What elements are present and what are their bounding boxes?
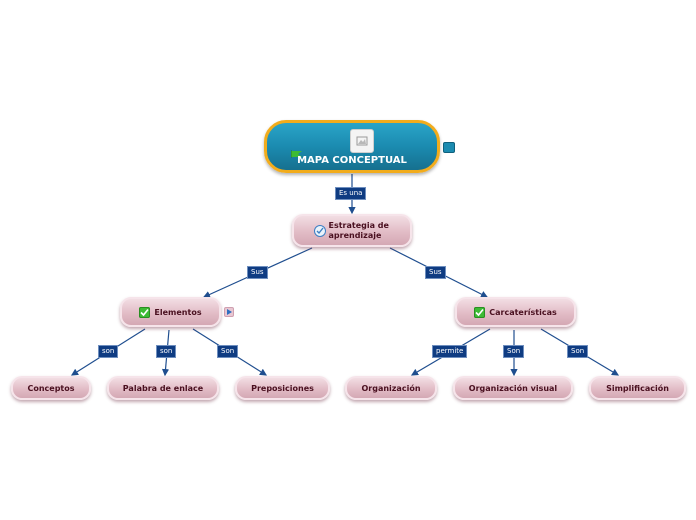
link-label: Son <box>217 345 239 358</box>
topic-label: Elementos <box>154 307 202 317</box>
topic-label: Organización visual <box>468 383 558 393</box>
play-icon[interactable] <box>224 307 234 317</box>
topic-organizacion-visual[interactable]: Organización visual <box>453 376 573 400</box>
topic-conceptos[interactable]: Conceptos <box>11 376 91 400</box>
topic-estrategia[interactable]: Estrategia de aprendizaje <box>292 214 412 247</box>
link-label: Son <box>567 345 589 358</box>
link-label: Sus <box>425 266 446 279</box>
link-label: Sus <box>247 266 268 279</box>
image-icon <box>350 129 374 153</box>
flag-icon <box>290 143 303 162</box>
check-icon <box>139 306 151 318</box>
topic-label: Organización <box>361 383 421 393</box>
collapse-toggle[interactable] <box>443 142 455 153</box>
topic-elementos[interactable]: Elementos <box>120 297 221 327</box>
root-title: MAPA CONCEPTUAL <box>297 155 407 166</box>
topic-caracteristicas[interactable]: Carcaterísticas <box>455 297 576 327</box>
root-topic[interactable]: MAPA CONCEPTUAL <box>264 120 440 173</box>
topic-label: Preposiciones <box>251 383 314 393</box>
topic-label: Conceptos <box>27 383 75 393</box>
circle-check-icon <box>313 224 326 237</box>
link-label: permite <box>432 345 468 358</box>
link-label: Son <box>503 345 525 358</box>
topic-label: Estrategia de aprendizaje <box>328 220 389 240</box>
topic-preposiciones[interactable]: Preposiciones <box>235 376 330 400</box>
link-label: son <box>156 345 177 358</box>
check-icon <box>474 306 486 318</box>
topic-label: Palabra de enlace <box>122 383 204 393</box>
topic-simplificacion[interactable]: Simplificación <box>589 376 686 400</box>
topic-palabra-de-enlace[interactable]: Palabra de enlace <box>107 376 219 400</box>
topic-label: Carcaterísticas <box>489 307 557 317</box>
link-label: son <box>98 345 119 358</box>
link-label: Es una <box>335 187 367 200</box>
topic-label: Simplificación <box>606 383 669 393</box>
topic-organizacion[interactable]: Organización <box>345 376 437 400</box>
